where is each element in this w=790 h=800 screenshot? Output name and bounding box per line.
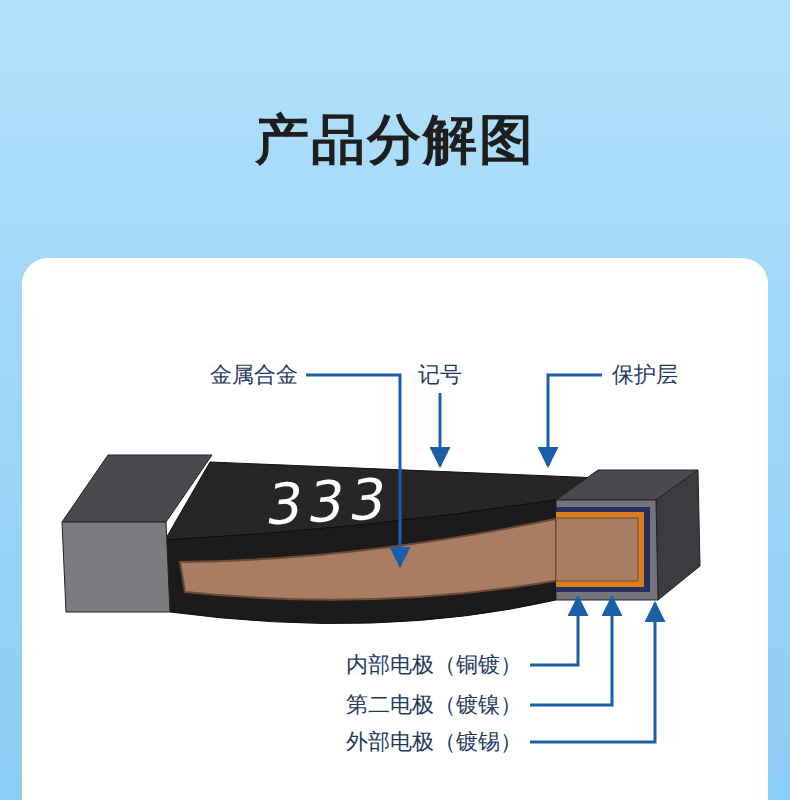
left-cap-front xyxy=(62,522,170,612)
part-label: 记号 xyxy=(418,362,462,388)
part-label: 第二电极（镀镍） xyxy=(346,692,522,718)
label-anchor: 保护层 xyxy=(612,362,678,388)
label-anchor: 记号 xyxy=(418,362,462,388)
part-label: 金属合金 xyxy=(210,362,298,388)
label-anchor: 外部电极（镀锡） xyxy=(346,729,522,755)
title-anchor: 产品分解图 xyxy=(255,108,535,173)
metal-alloy-layer xyxy=(180,518,560,600)
label-anchor: 第二电极（镀镍） xyxy=(346,692,522,718)
right-cap-front xyxy=(556,500,658,600)
part-label: 外部电极（镀锡） xyxy=(346,729,522,755)
label-anchor: 333 xyxy=(266,471,394,533)
left-cap-top xyxy=(62,455,212,522)
label-anchor: 内部电极（铜镀） xyxy=(346,652,522,678)
right-cap-side xyxy=(656,470,700,600)
leader-line xyxy=(548,375,602,466)
label-anchor: 金属合金 xyxy=(210,362,298,388)
leader-line xyxy=(439,393,442,466)
page-title: 产品分解图 xyxy=(255,108,535,173)
part-label: 保护层 xyxy=(612,362,678,388)
leader-line xyxy=(530,597,612,705)
copper-plating-layer xyxy=(556,512,644,587)
nickel-layer xyxy=(556,507,650,592)
inner-electrode-core xyxy=(556,518,638,581)
marking-code: 333 xyxy=(266,471,394,533)
leader-line xyxy=(530,603,655,742)
part-label: 内部电极（铜镀） xyxy=(346,652,522,678)
leader-line xyxy=(530,597,578,665)
